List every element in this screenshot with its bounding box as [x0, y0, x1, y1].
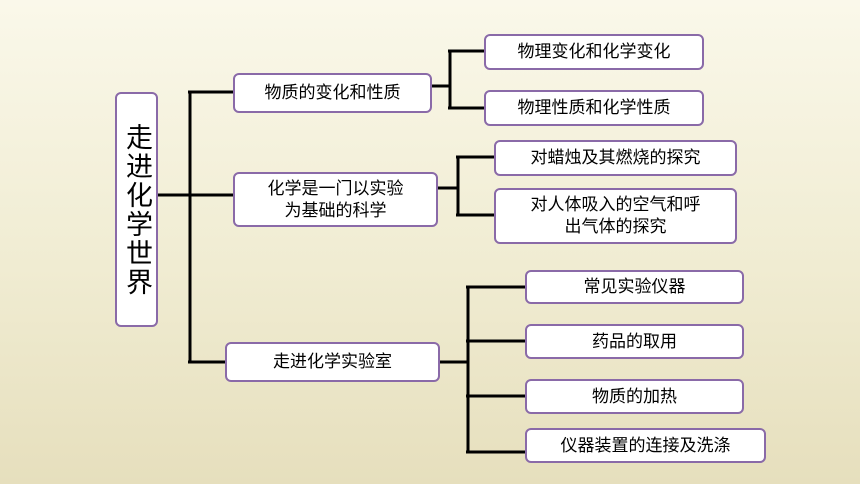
leaf-physical-chemical-change: 物理变化和化学变化 — [484, 34, 704, 70]
branch-label-line-2: 为基础的科学 — [284, 200, 387, 221]
branch-label: 走进化学实验室 — [273, 352, 392, 372]
leaf-heating-substances: 物质的加热 — [525, 379, 744, 414]
root-topic: 走进化学世界 — [115, 92, 158, 327]
branch-label-line-1: 化学是一门以实验 — [267, 178, 404, 199]
branch-label: 物质的变化和性质 — [264, 83, 401, 103]
leaf-label: 对蜡烛及其燃烧的探究 — [530, 148, 701, 168]
root-topic-label: 走进化学世界 — [121, 122, 152, 297]
leaf-candle-combustion: 对蜡烛及其燃烧的探究 — [494, 140, 737, 176]
leaf-physical-chemical-property: 物理性质和化学性质 — [484, 90, 704, 126]
leaf-label: 物理性质和化学性质 — [517, 98, 671, 118]
branch-changes-properties: 物质的变化和性质 — [233, 73, 432, 113]
leaf-label: 物理变化和化学变化 — [517, 42, 671, 62]
branch-experimental-science: 化学是一门以实验 为基础的科学 — [233, 172, 438, 227]
leaf-common-instruments: 常见实验仪器 — [525, 270, 744, 304]
leaf-label: 常见实验仪器 — [583, 277, 686, 297]
leaf-label-line-1: 对人体吸入的空气和呼 — [530, 195, 701, 215]
leaf-label-line-2: 出气体的探究 — [564, 217, 667, 237]
leaf-label: 仪器装置的连接及洗涤 — [560, 435, 731, 456]
leaf-label: 物质的加热 — [592, 386, 677, 407]
leaf-label: 药品的取用 — [592, 331, 677, 352]
branch-chemistry-lab: 走进化学实验室 — [225, 342, 440, 382]
leaf-taking-reagents: 药品的取用 — [525, 324, 744, 359]
leaf-inhaled-exhaled-air: 对人体吸入的空气和呼 出气体的探究 — [494, 188, 737, 244]
leaf-apparatus-connection-washing: 仪器装置的连接及洗涤 — [525, 428, 766, 463]
